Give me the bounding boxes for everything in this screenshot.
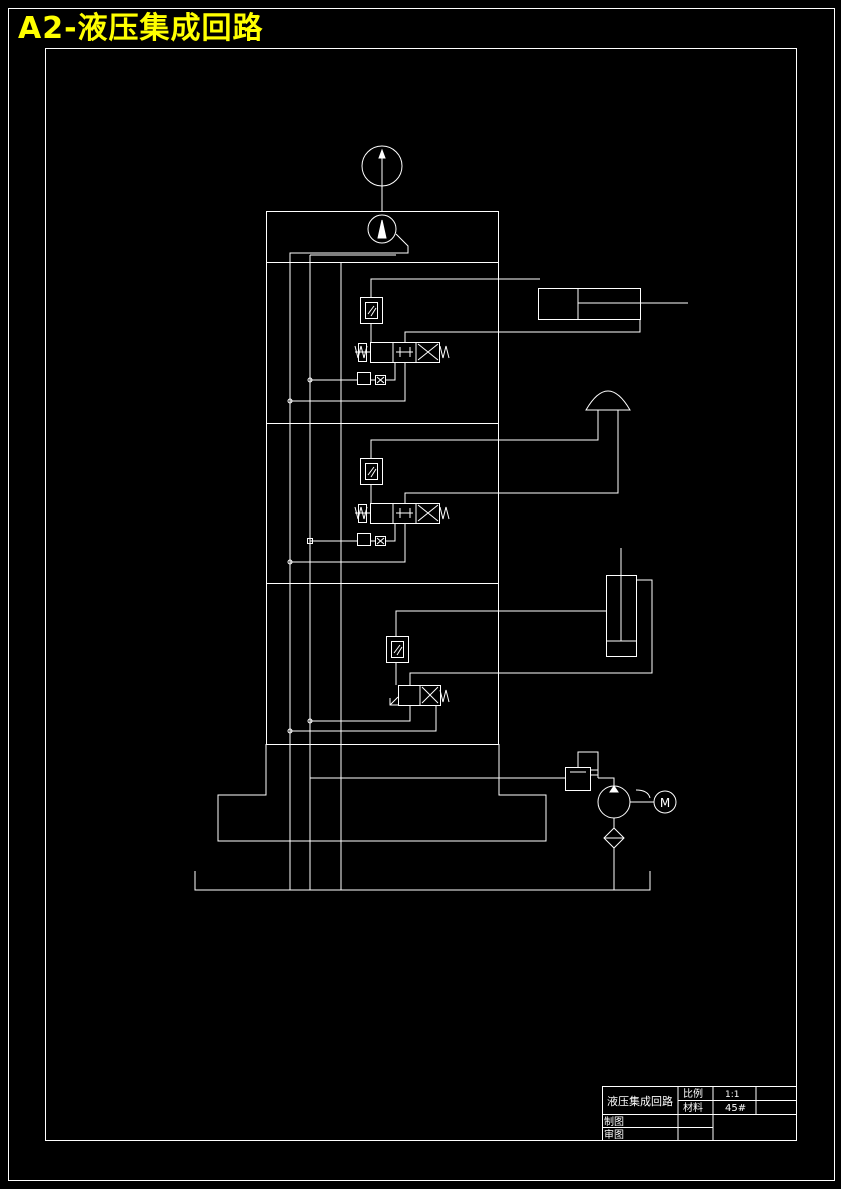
circuit-section-3 [287, 548, 653, 734]
title-block-drawn-by-label: 制图 [604, 1115, 624, 1128]
pressure-gauge [361, 145, 403, 212]
manifold-block [266, 211, 499, 745]
electric-motor [653, 790, 677, 814]
drawing-title: A2-液压集成回路 [18, 11, 264, 46]
title-block-material-value: 45# [725, 1103, 746, 1114]
title-block-scale-value: 1:1 [725, 1090, 739, 1100]
circuit-section-2 [287, 390, 631, 565]
title-block-material-label: 材料 [683, 1101, 703, 1114]
title-block-drawing-name: 液压集成回路 [607, 1094, 673, 1108]
circuit-section-1 [287, 278, 688, 404]
oil-tank [194, 871, 651, 891]
title-block-grid [602, 1086, 797, 1141]
outer-border [8, 8, 835, 1181]
top-relief-valve [289, 214, 409, 890]
title-block-scale-label: 比例 [683, 1087, 703, 1100]
pump-supply-line [310, 254, 566, 779]
title-block-checked-by-label: 审图 [604, 1128, 624, 1141]
inner-border [45, 48, 797, 1141]
motor-letter: M [660, 796, 670, 810]
base-plate [217, 744, 547, 842]
pump-unit [565, 751, 654, 890]
